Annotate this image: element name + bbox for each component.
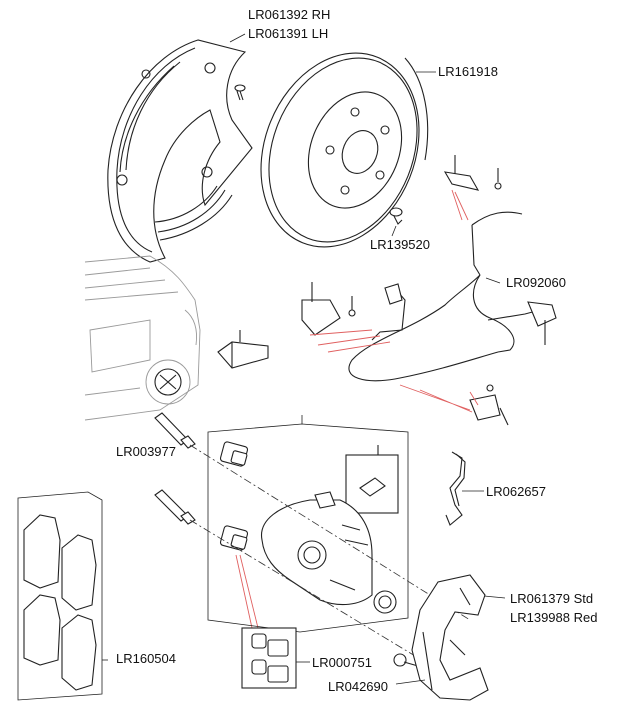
bush-kit-box [241,627,297,689]
label-shield-rh: LR061392 RH [248,7,331,22]
label-carrier-std: LR061379 Std [510,591,594,606]
label-carrier-red: LR139988 Red [510,610,598,625]
vehicle-outline [84,255,201,421]
dust-shield [107,39,253,263]
brake-caliper [261,491,397,614]
shield-screw [234,84,246,101]
label-disc-bolt: LR139520 [370,237,430,252]
grease-sachet [217,330,269,369]
callout-lines-red [235,189,479,629]
sensor-bracket-upper [443,155,502,191]
pad-set-frame [17,491,103,701]
label-carrier-bolt: LR042690 [328,679,388,694]
bushes [219,441,249,551]
label-pads: LR160504 [116,651,176,666]
label-guide-pin: LR003977 [116,444,176,459]
alignment-lines [189,444,471,666]
brake-disc [260,52,429,248]
caliper-carrier [411,574,489,701]
wear-sensor-cable [348,211,557,382]
anti-rattle-spring [445,451,466,526]
label-spring: LR062657 [486,484,546,499]
guide-pin-lower [154,489,196,525]
label-disc: LR161918 [438,64,498,79]
brake-pads [23,514,97,691]
leader-lines [102,33,506,685]
label-shield-lh: LR061391 LH [248,26,329,41]
sensor-bracket-lower [469,384,509,426]
bleed-screw-box [345,445,399,514]
guide-pin-upper [154,412,196,449]
disc-screw [389,207,403,225]
sensor-bracket-left [301,282,356,336]
label-sensor: LR092060 [506,275,566,290]
caliper-group-frame [207,415,409,633]
label-bush-kit: LR000751 [312,655,372,670]
